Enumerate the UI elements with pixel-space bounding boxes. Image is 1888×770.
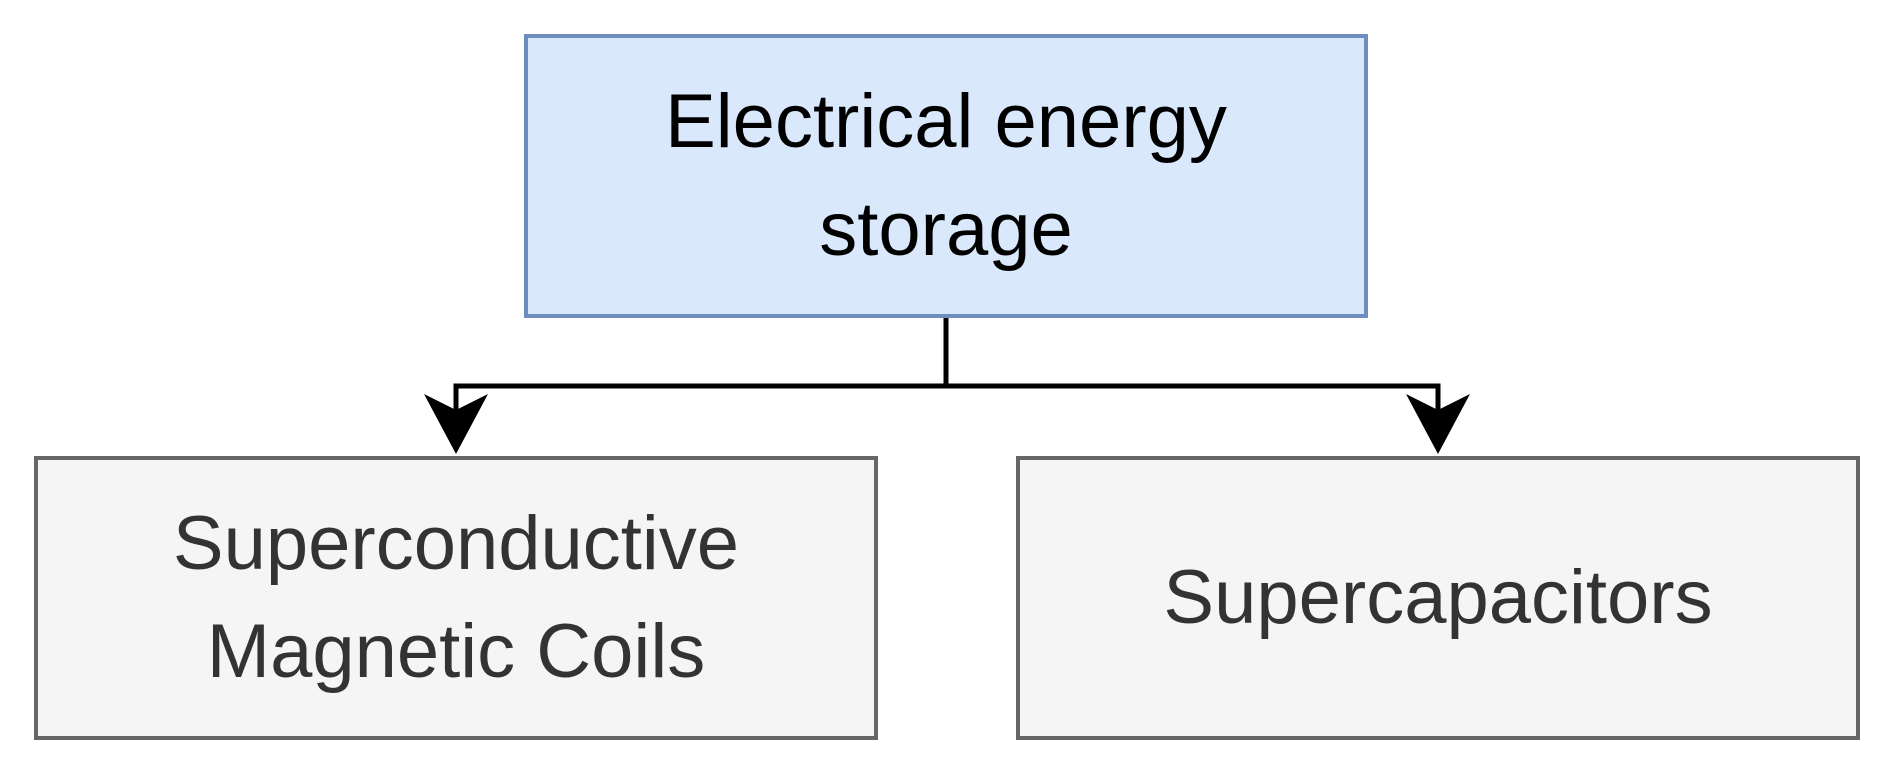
node-label: Superconductive Magnetic Coils bbox=[173, 490, 739, 706]
arrowhead-left bbox=[424, 394, 488, 454]
node-supercapacitors: Supercapacitors bbox=[1016, 456, 1860, 740]
node-superconductive-magnetic-coils: Superconductive Magnetic Coils bbox=[34, 456, 878, 740]
node-electrical-energy-storage: Electrical energy storage bbox=[524, 34, 1368, 318]
connector-to-superconductive-magnetic-coils bbox=[453, 383, 946, 420]
node-label: Electrical energy storage bbox=[665, 68, 1227, 284]
node-label-line: storage bbox=[819, 187, 1073, 272]
node-label-line: Supercapacitors bbox=[1163, 555, 1713, 640]
node-label-line: Electrical energy bbox=[665, 79, 1227, 164]
node-label: Supercapacitors bbox=[1163, 544, 1712, 652]
node-label-line: Magnetic Coils bbox=[206, 609, 706, 694]
connector-to-supercapacitors bbox=[946, 383, 1441, 420]
arrowhead-right bbox=[1406, 394, 1470, 454]
node-label-line: Superconductive bbox=[172, 501, 740, 586]
